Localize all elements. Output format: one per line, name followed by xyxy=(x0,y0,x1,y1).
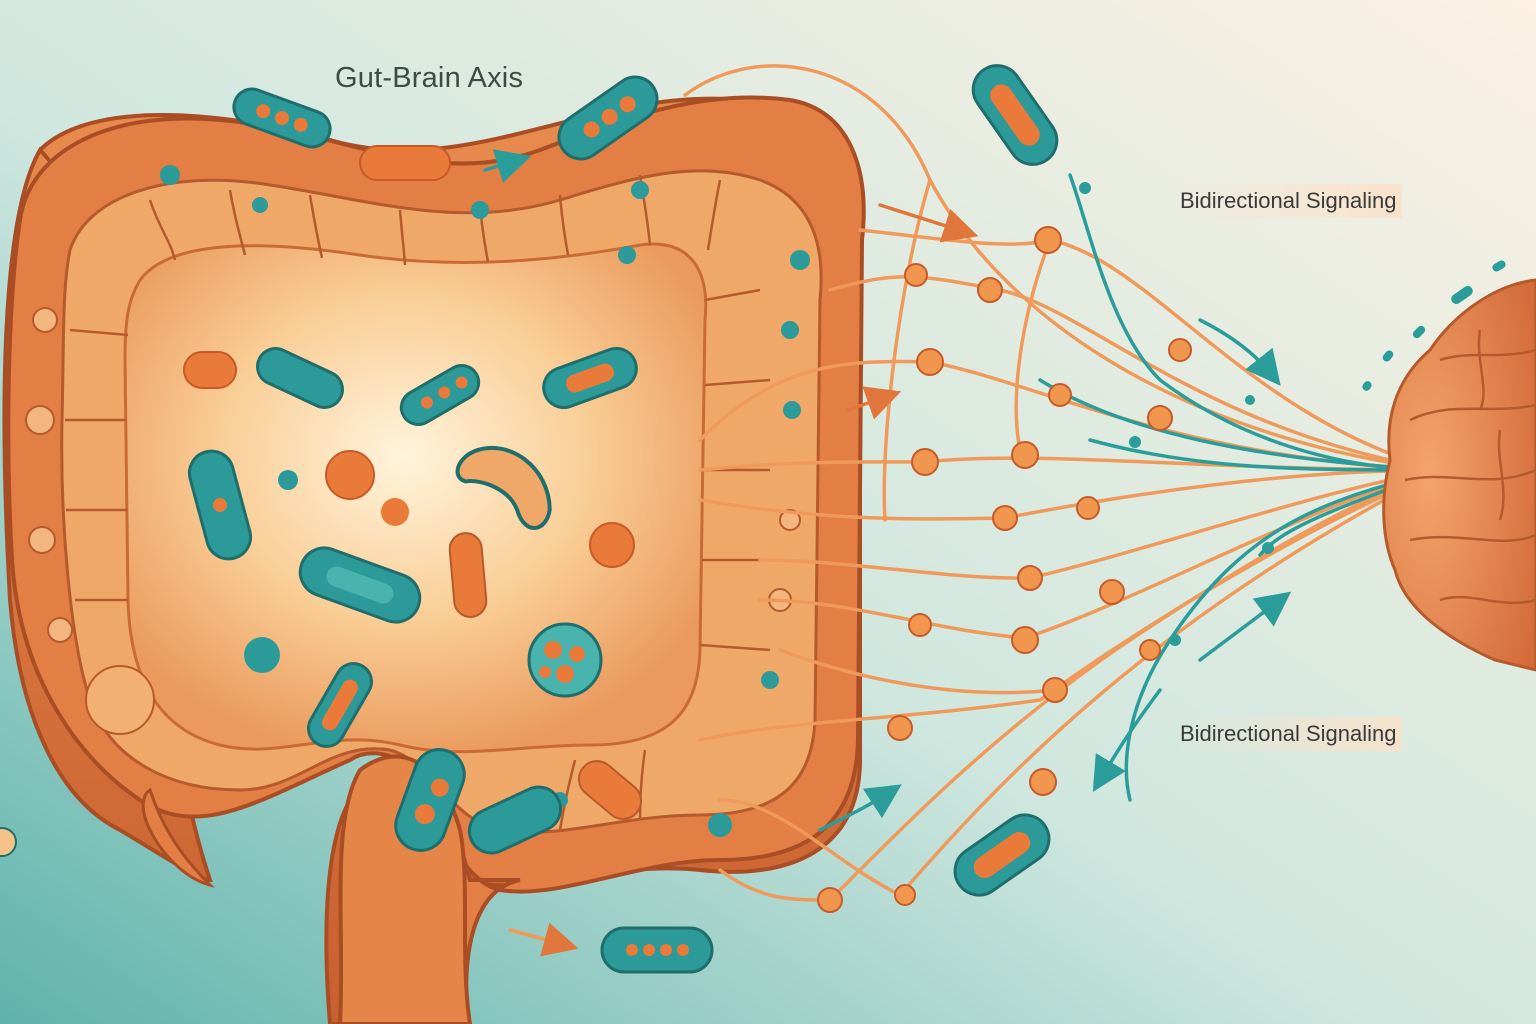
coccus xyxy=(381,498,409,526)
arrow-teal xyxy=(1198,591,1292,662)
bacterium xyxy=(455,445,552,530)
immune-cell xyxy=(527,622,603,698)
brain-folds xyxy=(1404,329,1536,605)
bacterium xyxy=(183,351,237,389)
bacterium xyxy=(359,145,451,181)
nerve-nodes xyxy=(817,226,1192,913)
coccus xyxy=(618,246,636,264)
bacterium xyxy=(399,364,481,426)
bacterium xyxy=(971,64,1059,166)
bacterium xyxy=(448,532,488,618)
coccus xyxy=(589,522,635,568)
coccus xyxy=(325,450,375,500)
bacterium xyxy=(953,813,1051,897)
coccus xyxy=(278,470,298,490)
bacterium xyxy=(467,785,563,855)
bacterium xyxy=(307,662,373,748)
arrow-teal xyxy=(483,149,532,183)
bacterium xyxy=(557,75,659,161)
floating-bacteria xyxy=(232,64,1059,974)
brain xyxy=(1382,278,1536,672)
wall-cells xyxy=(25,165,810,837)
label-bidirectional-signaling-bottom: Bidirectional Signaling xyxy=(1176,717,1403,751)
diagram-title: Gut-Brain Axis xyxy=(335,62,524,94)
lumen-bacteria xyxy=(183,246,643,855)
bacterium xyxy=(187,449,253,561)
bacterium xyxy=(600,926,714,974)
brain-shape xyxy=(1382,278,1536,672)
bacterium xyxy=(394,748,466,852)
edge-cell xyxy=(0,827,17,857)
arrow-teal xyxy=(1092,688,1162,793)
arrow-orange xyxy=(878,203,979,243)
bacterium xyxy=(256,347,344,409)
arrow-teal xyxy=(1198,318,1281,386)
bacterium xyxy=(232,87,332,149)
signal-dashes xyxy=(1362,260,1506,391)
label-bidirectional-signaling-top: Bidirectional Signaling xyxy=(1176,184,1403,218)
bacterium xyxy=(542,346,638,410)
arrow-teal xyxy=(818,784,902,832)
teal-nerve-nodes xyxy=(1079,182,1274,646)
arrow-orange xyxy=(846,386,902,420)
signal-arrows xyxy=(483,149,1292,957)
coccus xyxy=(244,637,280,673)
bacterium xyxy=(577,760,643,820)
bacterium xyxy=(298,546,422,624)
arrow-orange xyxy=(508,922,579,957)
appendix xyxy=(141,787,215,888)
haustra-folds xyxy=(65,174,771,831)
